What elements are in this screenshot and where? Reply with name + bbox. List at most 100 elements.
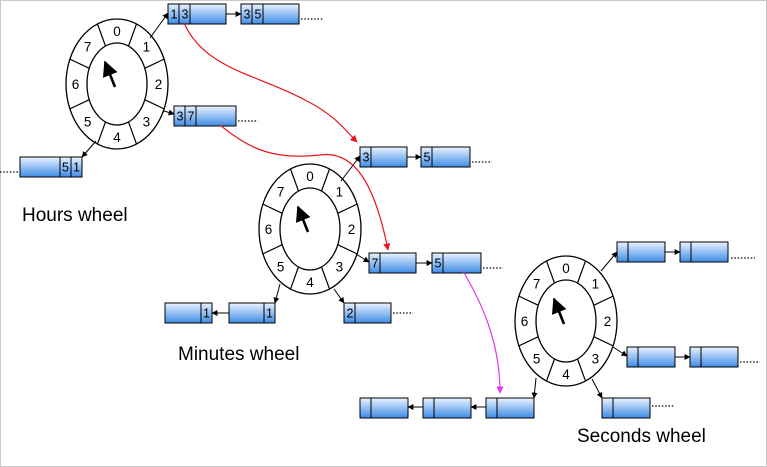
list-node-value: 3 (182, 8, 189, 22)
list-link-arrow (340, 155, 361, 182)
list-link-arrow (531, 377, 538, 399)
expire-arrow-minutes-to-seconds (462, 270, 504, 394)
minutes-slot-divider (320, 266, 331, 290)
list-node-value: 7 (188, 110, 195, 124)
minutes-slot-divider (262, 244, 283, 255)
minutes-slot-2-label: 2 (348, 222, 356, 237)
list-node: 5 (420, 146, 471, 168)
hours-slot-1-label: 1 (143, 40, 151, 55)
list-link-arrow (273, 283, 281, 304)
minutes-slot-divider (337, 203, 358, 214)
list-node: 7 (368, 252, 417, 274)
list-node-value: 1 (73, 161, 80, 175)
hours-wheel-hand (102, 60, 118, 88)
minutes-slot-7-label: 7 (277, 185, 285, 200)
minutes-slot-1-label: 1 (336, 185, 344, 200)
seconds-wheel-hand (551, 297, 567, 325)
seconds-slot-2-label: 2 (604, 314, 612, 329)
list-node-value: 2 (347, 307, 354, 321)
seconds-slot-5-label: 5 (533, 351, 541, 366)
hours-wheel-inner (86, 42, 148, 126)
hours-slot-divider (144, 58, 165, 69)
list-link-arrow (591, 378, 603, 399)
list-node (359, 397, 409, 419)
list-node-value: 5 (62, 161, 69, 175)
minutes-slot-divider (337, 244, 358, 255)
list-link-arrow (600, 251, 618, 272)
minutes-slot-3-label: 3 (336, 259, 344, 274)
list-node: 3 (359, 146, 408, 168)
minutes-slot-0-label: 0 (306, 169, 314, 184)
list-link-arrow (163, 109, 175, 116)
list-node (422, 397, 472, 419)
minutes-wheel-hand (295, 205, 311, 233)
list-link-arrow (81, 140, 97, 158)
seconds-slot-divider (576, 358, 587, 382)
list-node-value: 3 (244, 8, 251, 22)
hours-wheel-title: Hours wheel (22, 205, 128, 226)
minutes-wheel: 0 1 2 3 4 5 6 7 (258, 163, 362, 295)
list-node-value: 1 (266, 307, 273, 321)
list-node (689, 346, 739, 368)
list-node: 1 (228, 302, 276, 324)
seconds-slot-6-label: 6 (521, 314, 529, 329)
list-node: 5 (431, 252, 482, 274)
list-node (679, 241, 729, 263)
list-node: 2 (343, 302, 392, 324)
minutes-slot-5-label: 5 (277, 259, 285, 274)
hours-slot-divider (127, 121, 138, 145)
minutes-slot-divider (320, 168, 331, 192)
hours-slot-divider (144, 99, 165, 110)
cascade-arrow-hours-to-minutes-3 (183, 22, 358, 143)
seconds-slot-divider (545, 358, 556, 382)
minutes-slot-4-label: 4 (306, 275, 314, 290)
minutes-slot-divider (289, 266, 300, 290)
minutes-slot-6-label: 6 (265, 222, 273, 237)
seconds-slot-4-label: 4 (562, 367, 570, 382)
seconds-slot-divider (593, 336, 614, 347)
cascade-arrow-hours-to-minutes-7 (219, 124, 391, 251)
list-node (616, 241, 666, 263)
list-link-arrow (355, 253, 370, 263)
list-node (601, 397, 651, 419)
hours-slot-6-label: 6 (72, 77, 80, 92)
minutes-slot-divider (289, 168, 300, 192)
seconds-slot-7-label: 7 (533, 277, 541, 292)
hours-slot-3-label: 3 (143, 114, 151, 129)
list-node-value: 3 (363, 151, 370, 165)
list-node-value: 3 (177, 110, 184, 124)
list-node-value: 5 (435, 257, 442, 271)
seconds-slot-divider (518, 336, 539, 347)
seconds-slot-3-label: 3 (592, 351, 600, 366)
hours-slot-divider (69, 99, 90, 110)
seconds-slot-divider (545, 260, 556, 284)
seconds-slot-divider (576, 260, 587, 284)
hours-slot-4-label: 4 (113, 130, 121, 145)
hours-slot-divider (127, 23, 138, 47)
seconds-slot-0-label: 0 (562, 261, 570, 276)
minutes-wheel-title: Minutes wheel (178, 344, 299, 365)
hours-slot-divider (96, 23, 107, 47)
hours-slot-0-label: 0 (113, 24, 121, 39)
seconds-wheel-inner (535, 279, 597, 363)
list-link-arrow (333, 288, 345, 304)
hours-slot-5-label: 5 (84, 114, 92, 129)
list-node-value: 7 (372, 257, 379, 271)
hours-slot-divider (69, 58, 90, 69)
list-node-value: 1 (203, 307, 210, 321)
cascade-arrows (183, 22, 504, 394)
seconds-slot-divider (518, 295, 539, 306)
list-link-arrow (612, 346, 628, 357)
hours-slot-divider (96, 121, 107, 145)
list-node: 1 (164, 302, 213, 324)
list-node-value: 5 (255, 8, 262, 22)
list-node-value: 1 (171, 8, 178, 22)
hours-slot-7-label: 7 (84, 40, 92, 55)
list-link-arrow (149, 12, 169, 39)
